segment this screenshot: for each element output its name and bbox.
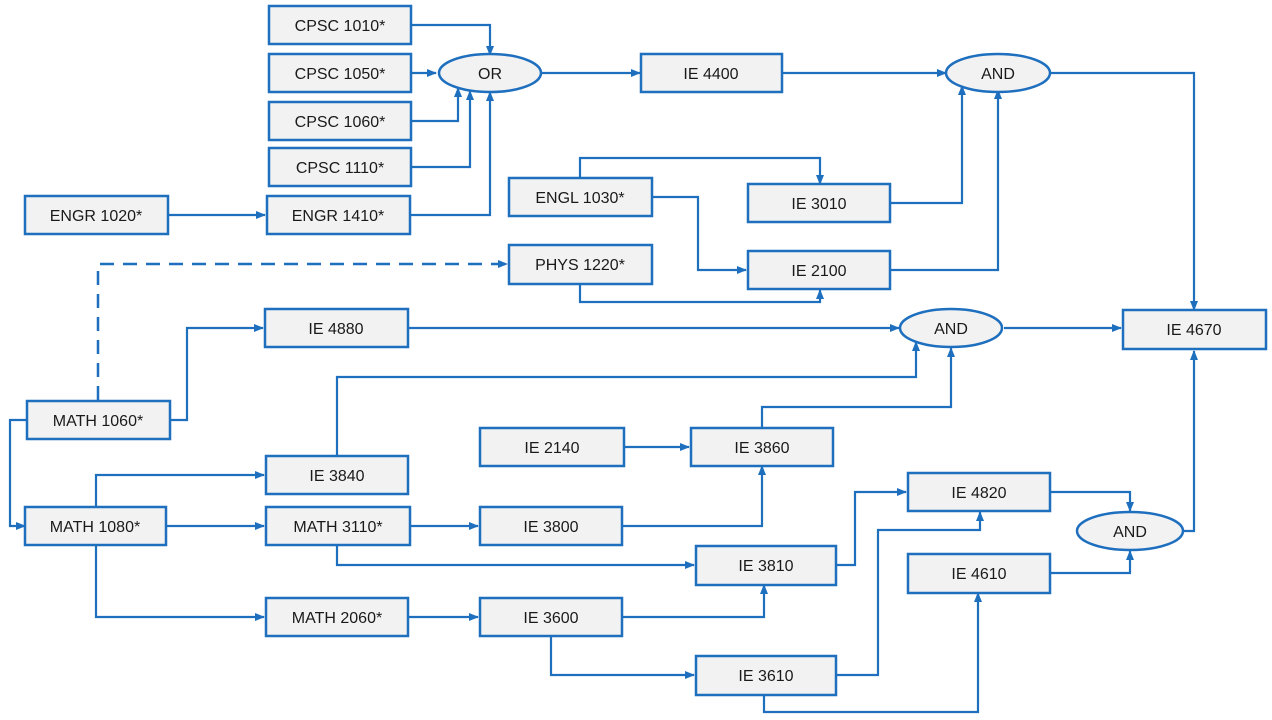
- node-ie4400-label: IE 4400: [683, 66, 738, 83]
- edge-and1-ie4670: [1050, 71, 1198, 311]
- edge-ie2100-and1: [890, 89, 1002, 272]
- node-ie3010-label: IE 3010: [791, 196, 846, 213]
- node-engr1020: ENGR 1020*: [23, 194, 170, 236]
- node-ie4820-label: IE 4820: [951, 485, 1006, 502]
- node-ie3800-label: IE 3800: [523, 519, 578, 536]
- edge-engr1410-or: [410, 91, 494, 217]
- node-ie3610-label: IE 3610: [738, 668, 793, 685]
- nodes: CPSC 1010* CPSC 1050* CPSC 1060* CPSC 11…: [23, 4, 1268, 697]
- edge-engl1030-ie3010: [578, 156, 824, 185]
- node-engl1030: ENGL 1030*: [507, 176, 654, 218]
- edge-math1080-ie3840: [94, 471, 265, 507]
- edge-phys1220-ie2100: [578, 284, 824, 304]
- edge-math1060-ie4880: [170, 324, 264, 422]
- node-math2060: MATH 2060*: [264, 596, 410, 638]
- node-cpsc1050-label: CPSC 1050*: [295, 66, 386, 83]
- node-cpsc1110: CPSC 1110*: [267, 146, 413, 188]
- node-and2: AND: [898, 307, 1004, 349]
- node-ie2100: IE 2100: [746, 249, 892, 291]
- edge-math1080-math2060: [94, 545, 265, 621]
- node-or: OR: [437, 52, 543, 94]
- edges: [8, 23, 1198, 714]
- node-ie3860: IE 3860: [689, 426, 835, 468]
- edge-math1060-math1080: [8, 418, 27, 530]
- node-ie4670-label: IE 4670: [1166, 322, 1221, 339]
- node-math1060-label: MATH 1060*: [53, 413, 143, 430]
- edge-cpsc1110-or: [411, 90, 474, 169]
- node-ie2140: IE 2140: [478, 426, 626, 468]
- node-ie4880-label: IE 4880: [308, 321, 363, 338]
- node-ie3810-label: IE 3810: [738, 558, 793, 575]
- node-ie3600-label: IE 3600: [523, 610, 578, 627]
- node-math1080: MATH 1080*: [23, 505, 168, 547]
- edge-ie4820-and3: [1050, 490, 1134, 512]
- node-ie2140-label: IE 2140: [524, 440, 579, 457]
- node-cpsc1110-label: CPSC 1110*: [296, 160, 384, 177]
- edge-ie3010-and1: [890, 85, 966, 205]
- node-engr1410-label: ENGR 1410*: [292, 208, 385, 225]
- node-math1060: MATH 1060*: [25, 399, 172, 441]
- edge-math3110-ie3810: [335, 545, 695, 569]
- node-cpsc1060-label: CPSC 1060*: [295, 114, 386, 131]
- node-math2060-label: MATH 2060*: [292, 610, 382, 627]
- node-ie3610: IE 3610: [694, 654, 838, 697]
- node-math3110-label: MATH 3110*: [293, 519, 382, 536]
- node-and1: AND: [944, 52, 1052, 94]
- node-and3-label: AND: [1113, 524, 1147, 541]
- node-cpsc1050: CPSC 1050*: [267, 52, 413, 94]
- edge-ie3600-ie3810: [622, 584, 768, 619]
- edge-ie3840-and2: [335, 341, 920, 456]
- node-math1080-label: MATH 1080*: [50, 519, 140, 536]
- node-engr1410: ENGR 1410*: [265, 194, 412, 236]
- edge-ie3610-ie4820: [836, 511, 984, 677]
- node-cpsc1010-label: CPSC 1010*: [295, 18, 386, 35]
- node-ie3840-label: IE 3840: [309, 468, 364, 485]
- node-phys1220-label: PHYS 1220*: [535, 257, 625, 274]
- edge-ie3810-ie4820: [836, 488, 907, 567]
- edge-ie3610-ie4610: [762, 592, 982, 714]
- node-cpsc1010: CPSC 1010*: [267, 4, 413, 46]
- edge-cpsc1010-or: [411, 23, 494, 56]
- node-ie4880: IE 4880: [263, 307, 410, 349]
- node-ie3600: IE 3600: [478, 596, 624, 638]
- node-cpsc1060: CPSC 1060*: [267, 100, 413, 142]
- node-engl1030-label: ENGL 1030*: [535, 190, 624, 207]
- node-engr1020-label: ENGR 1020*: [50, 208, 143, 225]
- edge-and3-ie4670: [1183, 350, 1198, 533]
- node-ie3010: IE 3010: [746, 182, 892, 224]
- node-ie3840: IE 3840: [264, 454, 410, 496]
- node-ie2100-label: IE 2100: [791, 263, 846, 280]
- node-ie4670: IE 4670: [1121, 308, 1268, 351]
- node-math3110: MATH 3110*: [264, 505, 412, 547]
- edge-engl1030-ie2100: [652, 195, 747, 274]
- edge-ie4610-and3: [1050, 550, 1134, 575]
- node-phys1220: PHYS 1220*: [507, 243, 654, 286]
- node-or-label: OR: [478, 66, 502, 83]
- edge-ie3600-ie3610: [549, 636, 695, 679]
- edge-ie3800-ie3860: [622, 465, 766, 528]
- node-and1-label: AND: [981, 66, 1015, 83]
- node-ie4610-label: IE 4610: [951, 566, 1006, 583]
- node-ie4820: IE 4820: [906, 471, 1052, 513]
- node-ie4610: IE 4610: [906, 552, 1052, 595]
- node-and2-label: AND: [934, 321, 968, 338]
- edge-ie3860-and2: [760, 347, 955, 427]
- node-ie3810: IE 3810: [694, 544, 838, 587]
- node-ie3860-label: IE 3860: [734, 440, 789, 457]
- node-ie4400: IE 4400: [639, 52, 784, 94]
- edge-cpsc1060-or: [411, 87, 462, 123]
- node-and3: AND: [1075, 510, 1185, 552]
- node-ie3800: IE 3800: [478, 505, 624, 547]
